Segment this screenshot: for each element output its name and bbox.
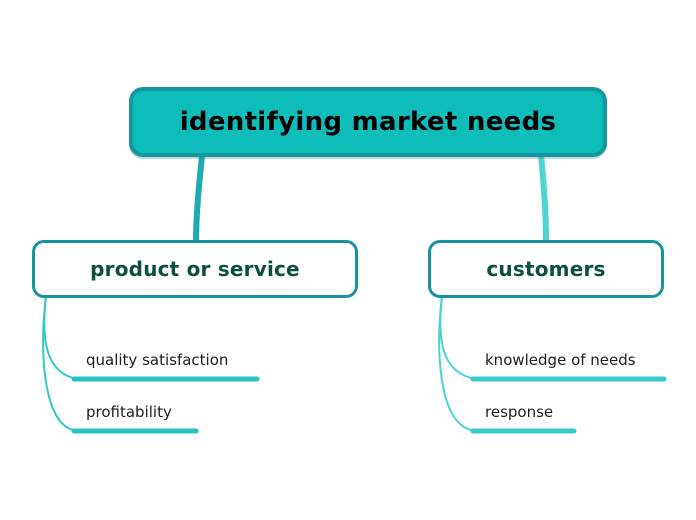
leaf-node-profitability[interactable]: profitability [86,403,172,421]
root-node-label: identifying market needs [179,107,557,137]
curve-product-to-quality [43,295,74,379]
root-node-identifying-market-needs[interactable]: identifying market needs [129,87,607,157]
branch-node-customers[interactable]: customers [428,240,664,298]
branch-node-label: product or service [90,257,300,281]
connector-root-to-product [193,153,205,245]
leaf-node-response[interactable]: response [485,403,554,421]
curve-customers-to-knowledge [439,295,472,379]
branch-node-product-or-service[interactable]: product or service [32,240,358,298]
connector-root-to-customers [538,153,549,245]
curve-product-to-profitability [42,295,74,431]
leaf-node-quality-satisfaction[interactable]: quality satisfaction [86,351,229,369]
curve-customers-to-response [438,295,472,431]
branch-node-label: customers [486,257,606,281]
leaf-node-knowledge-of-needs[interactable]: knowledge of needs [485,351,636,369]
